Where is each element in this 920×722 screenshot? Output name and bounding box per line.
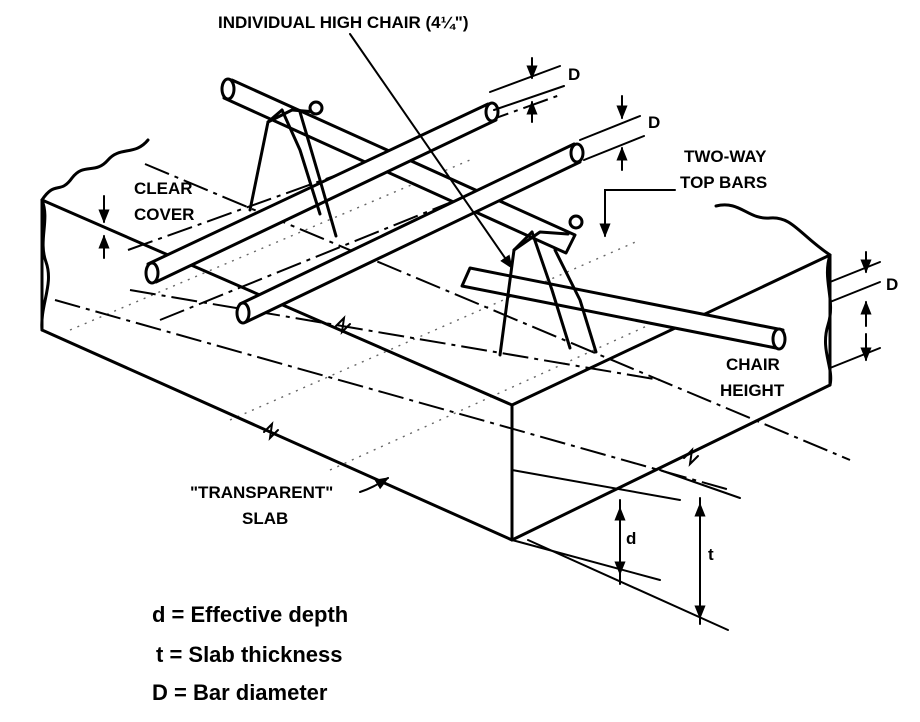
break-tick-left bbox=[263, 421, 279, 441]
slab-hidden-line-3 bbox=[329, 319, 661, 471]
label-two-way-line2: TOP BARS bbox=[680, 173, 767, 192]
high-chair-1 bbox=[248, 100, 338, 238]
label-slab-thickness-t: t bbox=[708, 545, 714, 564]
bar-centerline-3 bbox=[159, 149, 581, 321]
chair-1-leg-front bbox=[248, 108, 284, 212]
chair-2-leg-back bbox=[553, 248, 598, 354]
chair-2-loop bbox=[568, 214, 584, 230]
chair-1-leg-mid bbox=[280, 108, 322, 216]
label-bar-diameter-2: D bbox=[648, 113, 660, 132]
slab-break-left-side bbox=[40, 198, 50, 332]
legend-item-bar-diameter: D = Bar diameter bbox=[152, 680, 328, 705]
bottom-centerline bbox=[54, 299, 731, 491]
slab-top-left-edge bbox=[40, 198, 832, 407]
slab-hidden-line-1 bbox=[69, 159, 471, 331]
high-chair-2 bbox=[498, 214, 598, 357]
label-chair-height-line2: HEIGHT bbox=[720, 381, 785, 400]
bar-end-6 bbox=[569, 142, 585, 164]
bar-end-2 bbox=[771, 327, 787, 351]
transparent-slab bbox=[40, 138, 833, 542]
label-effective-depth-d: d bbox=[626, 529, 636, 548]
legend-item-effective-depth: d = Effective depth bbox=[152, 602, 348, 627]
chair-2-top bbox=[512, 230, 570, 252]
label-bar-diameter-3: D bbox=[886, 275, 898, 294]
dimension-slab-thickness bbox=[527, 469, 741, 631]
break-tick-right bbox=[683, 447, 699, 467]
chair-1-leg-back bbox=[298, 110, 338, 238]
label-bar-diameter-1: D bbox=[568, 65, 580, 84]
legend-item-slab-thickness: t = Slab thickness bbox=[156, 642, 342, 667]
label-individual-high-chair: INDIVIDUAL HIGH CHAIR (4¼") bbox=[218, 13, 468, 32]
bar-end-4 bbox=[484, 101, 500, 123]
legend: d = Effective depth t = Slab thickness D… bbox=[152, 602, 348, 705]
label-chair-height-line1: CHAIR bbox=[726, 355, 780, 374]
leader-top-bars bbox=[599, 189, 676, 238]
label-clear-cover-line2: COVER bbox=[134, 205, 194, 224]
bar-end-1 bbox=[220, 77, 236, 101]
dimension-bar-diameter-1 bbox=[489, 57, 565, 123]
dimension-bar-diameter-3 bbox=[829, 251, 881, 369]
slab-break-right bbox=[714, 203, 832, 257]
label-two-way-line1: TWO-WAY bbox=[684, 147, 767, 166]
slab-break-left bbox=[40, 138, 150, 202]
slab-front-left-face bbox=[40, 198, 514, 542]
bar-end-5 bbox=[235, 301, 251, 325]
slab-break-right-side bbox=[823, 253, 833, 387]
chair-2-leg-mid bbox=[530, 230, 572, 350]
bar-end-3 bbox=[144, 261, 160, 285]
leader-high-chair bbox=[349, 33, 513, 270]
dimension-bar-diameter-2 bbox=[579, 95, 645, 171]
leader-transparent-slab bbox=[359, 477, 390, 493]
two-way-top-bars bbox=[144, 77, 787, 351]
effective-depth-line bbox=[129, 289, 661, 381]
label-clear-cover-line1: CLEAR bbox=[134, 179, 193, 198]
label-transparent-slab-line1: "TRANSPARENT" bbox=[190, 483, 333, 502]
break-tick-mid bbox=[335, 315, 351, 335]
label-transparent-slab-line2: SLAB bbox=[242, 509, 288, 528]
dimension-effective-depth bbox=[511, 469, 681, 585]
chair-1-top bbox=[266, 108, 318, 124]
chair-1-loop bbox=[308, 100, 324, 116]
